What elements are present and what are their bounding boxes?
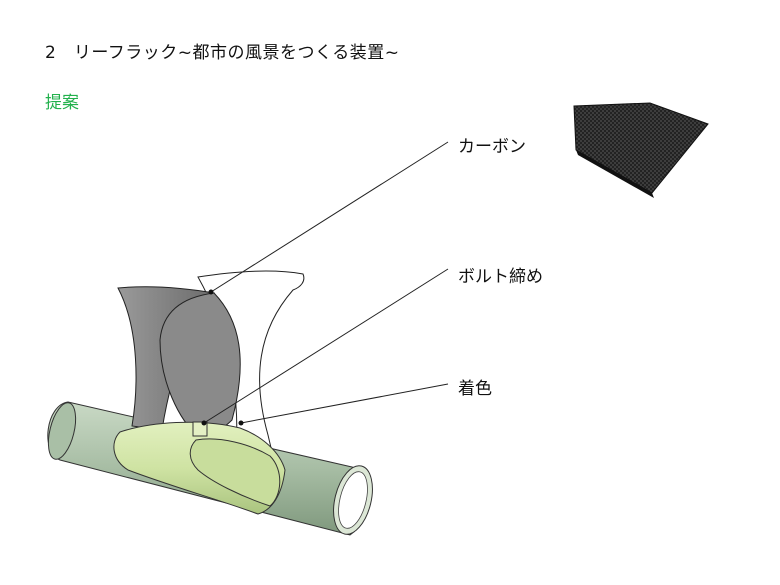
band-clamp: [189, 438, 281, 507]
leader-color: [240, 383, 449, 424]
bolt-bracket: [192, 421, 208, 437]
page-title: 2 リーフラック~都市の風景をつくる装置~: [45, 43, 400, 63]
leader-dot-bolt: [201, 420, 207, 426]
leader-carbon: [210, 141, 449, 293]
callout-carbon: カーボン: [458, 137, 526, 157]
center-leaf: [159, 292, 241, 439]
leader-dot-color: [238, 420, 244, 426]
callout-bolt: ボルト締め: [458, 267, 543, 287]
pipe-left-end: [47, 402, 77, 460]
leader-dot-carbon: [208, 289, 214, 295]
section-subtitle: 提案: [45, 93, 79, 113]
carbon-plate: [573, 102, 709, 194]
carbon-plate-edge: [576, 150, 654, 198]
callout-color: 着色: [458, 379, 492, 399]
leader-bolt: [203, 268, 449, 424]
